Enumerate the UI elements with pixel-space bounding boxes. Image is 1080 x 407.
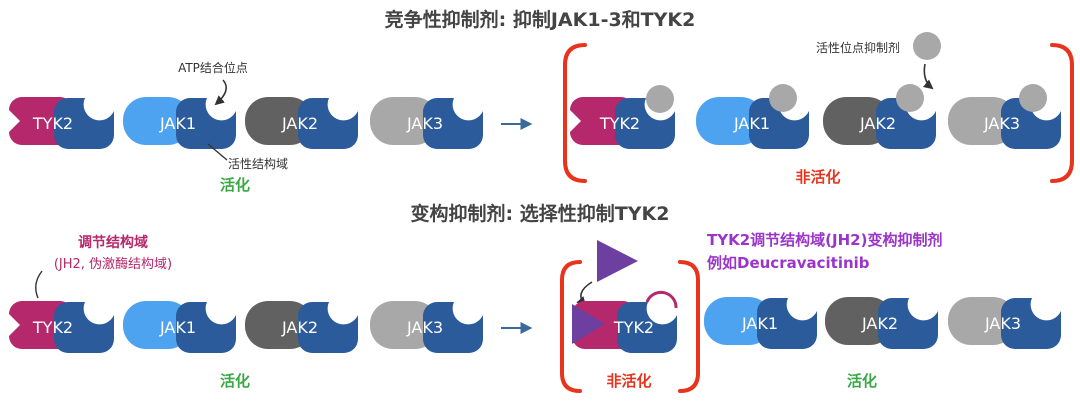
jak1-label: JAK1: [159, 114, 196, 133]
active-state-label-row2-right: 活化: [847, 372, 877, 390]
inhibited-jak1-protein: JAK1: [696, 84, 809, 149]
tyk2-label: TYK2: [613, 318, 654, 337]
jak3-protein: JAK3: [370, 97, 483, 149]
jak1-label: JAK1: [741, 314, 778, 333]
jak2-protein: JAK2: [245, 97, 358, 149]
inhibited-jak2-protein: JAK2: [823, 84, 936, 149]
atp-site-pointer: [214, 79, 228, 106]
active-domain-label: 活性结构域: [228, 156, 288, 171]
jak3-label: JAK3: [406, 318, 443, 337]
inhibitor-binding-pointer: [923, 63, 934, 90]
active-state-label-row2: 活化: [220, 372, 250, 390]
allosteric-title: 变构抑制剂: 选择性抑制TYK2: [411, 202, 670, 225]
jak2-label: JAK2: [861, 314, 898, 333]
inhibited-jak3-protein: JAK3: [948, 84, 1061, 149]
bound-inhibitor-ball: [896, 84, 924, 112]
jak2-regulatory-domain: [245, 97, 313, 145]
regulatory-domain-label: 调节结构域: [78, 234, 148, 251]
free-inhibitor-ball: [913, 32, 941, 60]
bound-inhibitor-ball: [1019, 84, 1047, 112]
tyk2-label: TYK2: [32, 318, 73, 337]
jak1-label: JAK1: [159, 318, 196, 337]
right-bracket-row1: [1050, 43, 1074, 183]
bound-allosteric-inhibitor-triangle: [572, 304, 605, 344]
unaffected-jak2-protein: JAK2: [825, 297, 938, 349]
jak3-regulatory-domain: [370, 97, 438, 145]
bound-inhibitor-ball: [646, 85, 674, 113]
closed-atp-site-arc: [645, 290, 678, 309]
allosterically-inhibited-tyk2: TYK2: [572, 290, 678, 353]
tyk2-label: TYK2: [32, 114, 73, 133]
atp-site-label: ATP结合位点: [178, 60, 248, 75]
active-site-inhibitor-label: 活性位点抑制剂: [816, 40, 900, 55]
jak3-regulatory-domain: [948, 297, 1016, 345]
left-bracket-row2: [560, 260, 582, 393]
right-bracket-row2: [678, 260, 700, 393]
jak3-regulatory-domain: [370, 301, 438, 349]
tyk2-protein: TYK2: [9, 97, 114, 149]
free-allosteric-inhibitor-triangle: [597, 240, 638, 282]
tyk2-inhibitor-caption-line1: TYK2调节结构域(JH2)变构抑制剂: [707, 231, 942, 249]
jak2-protein-row2: JAK2: [245, 301, 358, 353]
left-bracket-row1: [563, 43, 587, 183]
jak3-protein-row2: JAK3: [370, 301, 483, 353]
jak2-label: JAK2: [281, 114, 318, 133]
jak1-protein: JAK1: [123, 97, 236, 149]
regulatory-domain-sublabel: (JH2, 伪激酶结构域): [54, 256, 172, 272]
jak3-regulatory-domain: [948, 97, 1016, 145]
jak2-regulatory-domain: [825, 297, 893, 345]
inactive-state-label-row1: 非活化: [795, 168, 840, 186]
jak2-regulatory-domain: [823, 97, 891, 145]
inhibited-tyk2-protein: TYK2: [570, 85, 675, 149]
unaffected-jak3-protein: JAK3: [948, 297, 1061, 349]
jak1-regulatory-domain: [123, 301, 191, 349]
jak1-protein-row2: JAK1: [123, 301, 236, 353]
jak2-label: JAK2: [859, 114, 896, 133]
jak3-label: JAK3: [984, 314, 1021, 333]
jak2-regulatory-domain: [245, 301, 313, 349]
jak1-label: JAK1: [733, 114, 770, 133]
unaffected-jak1-protein: JAK1: [704, 297, 817, 349]
active-domain-pointer: [207, 143, 228, 161]
tyk2-label: TYK2: [599, 114, 640, 133]
jak3-label: JAK3: [406, 114, 443, 133]
jak3-label: JAK3: [983, 114, 1020, 133]
jak1-regulatory-domain: [123, 97, 191, 145]
bound-inhibitor-ball: [769, 84, 797, 112]
competitive-title: 竞争性抑制剂: 抑制JAK1-3和TYK2: [385, 8, 696, 31]
jak2-label: JAK2: [281, 318, 318, 337]
tyk2-inhibitor-caption-line2: 例如Deucravacitinib: [707, 254, 870, 272]
jak1-regulatory-domain: [696, 97, 764, 145]
inactive-state-label-row2: 非活化: [606, 372, 651, 390]
regulatory-domain-pointer: [35, 270, 43, 299]
active-state-label-row1: 活化: [220, 176, 250, 194]
tyk2-protein-row2: TYK2: [9, 301, 114, 353]
jak1-regulatory-domain: [704, 297, 772, 345]
